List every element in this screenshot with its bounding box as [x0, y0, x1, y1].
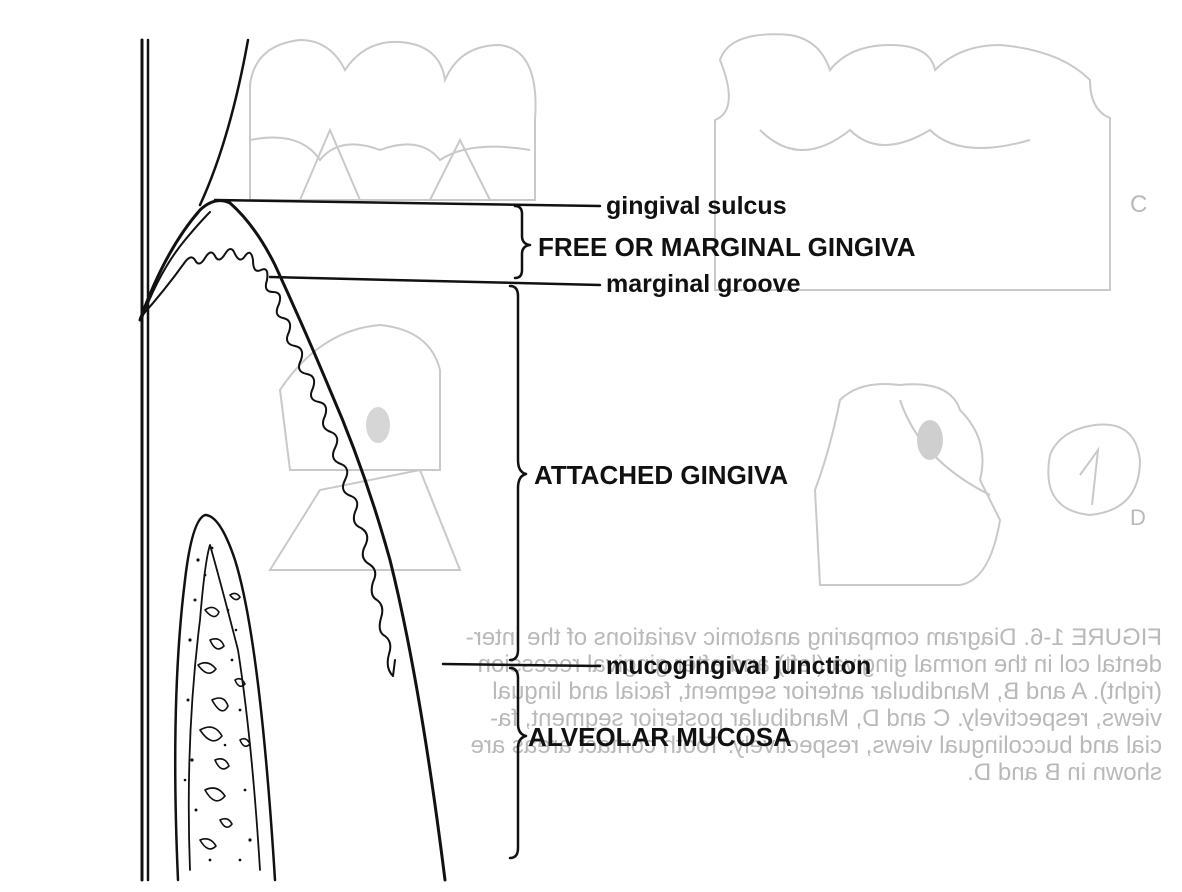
label-alveolar-mucosa: ALVEOLAR MUCOSA — [528, 722, 792, 752]
svg-text:FIGURE 1-6. Diagram comparing: FIGURE 1-6. Diagram comparing anatomic v… — [459, 624, 1162, 786]
brace-free-gingiva — [515, 206, 530, 278]
bleed-caption-line-6: shown in B and D. — [967, 759, 1162, 786]
bleed-letter-d: D — [1130, 505, 1146, 530]
gingival-outer-surface — [140, 201, 445, 880]
label-gingival-sulcus: gingival sulcus — [606, 192, 787, 220]
label-marginal-groove: marginal groove — [606, 270, 801, 298]
bleed-letter-c: C — [1130, 191, 1147, 218]
sulcular-epithelium-line — [142, 212, 210, 318]
brace-attached-gingiva — [510, 286, 526, 660]
crown-contour-line — [200, 40, 248, 205]
label-attached-gingiva: ATTACHED GINGIVA — [534, 460, 788, 490]
circled-number-text: 1 — [1085, 466, 1103, 502]
alveolar-bone — [175, 515, 275, 880]
bleed-caption-line-1: FIGURE 1-6. Diagram comparing anatomic v… — [466, 624, 1162, 651]
region-braces — [510, 206, 530, 858]
bleed-caption-line-3: (right). A and B, Mandibular anterior se… — [492, 678, 1162, 705]
label-free-marginal-gingiva: FREE OR MARGINAL GINGIVA — [538, 232, 916, 262]
tooth-surface-line — [142, 40, 148, 880]
label-mucogingival-junction: mucogingival junction — [606, 652, 871, 680]
label-leader-lines — [215, 200, 600, 666]
rete-pegs-wavy-line — [140, 249, 395, 676]
